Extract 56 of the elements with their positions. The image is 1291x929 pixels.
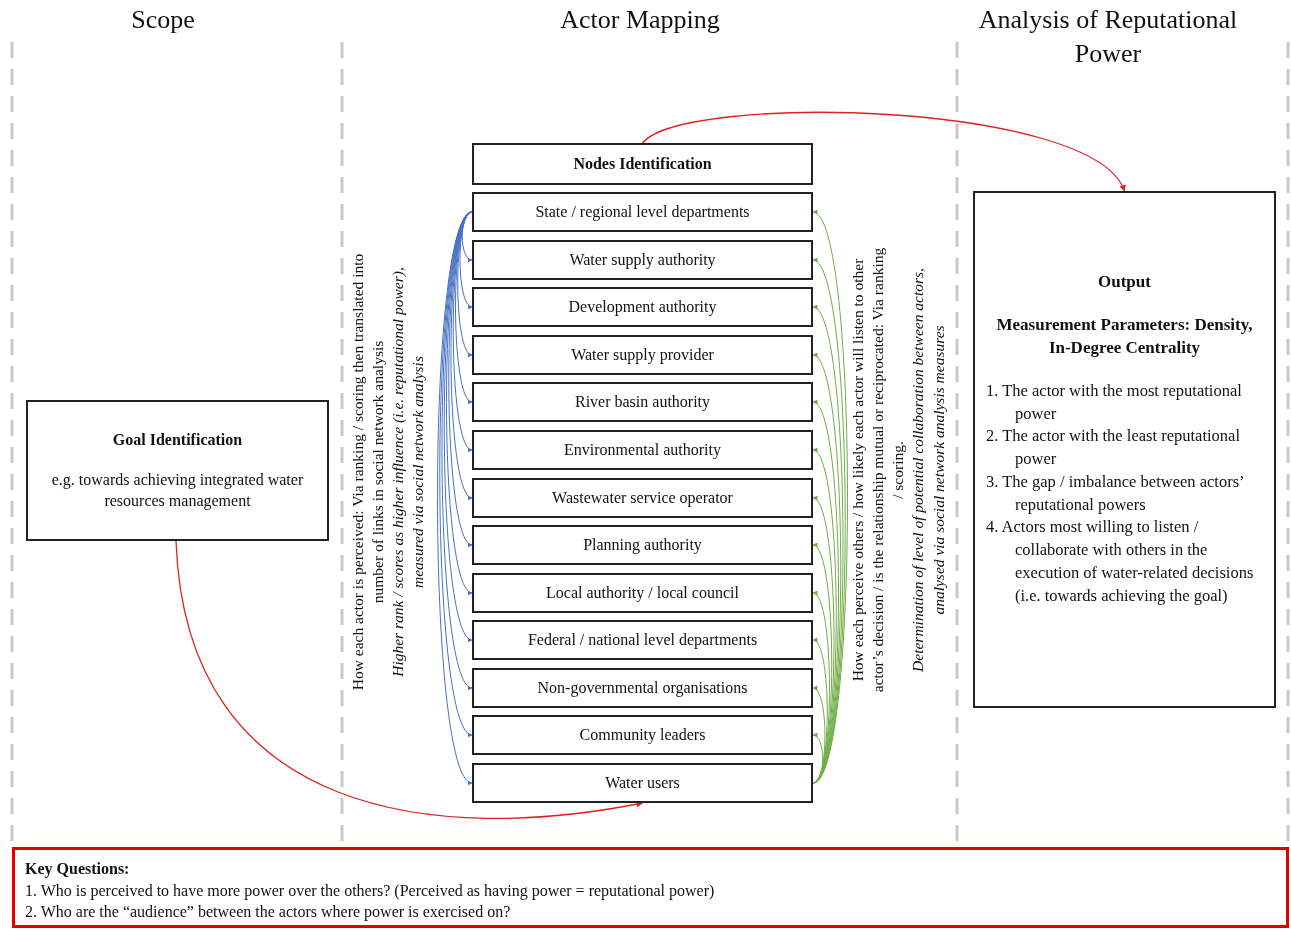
list-item: 2. The actor with the least reputational power: [985, 425, 1241, 471]
actor-box: [472, 573, 813, 613]
actor-box: [472, 430, 813, 470]
annotation-text: Determination of level of potential collaboration between actors, analysed via social network analysis measures: [908, 267, 948, 674]
actor-box: [472, 192, 813, 232]
header-box: [472, 143, 813, 185]
actor-box: [472, 240, 813, 280]
actor-name: Community leaders: [579, 725, 706, 746]
actor-box: [472, 287, 813, 327]
arrow: [175, 540, 644, 819]
actor-name: River basin authority: [574, 392, 711, 413]
actor-name: Development authority: [568, 297, 717, 318]
actor-box: [472, 715, 813, 755]
arrow: [812, 639, 828, 784]
box-heading: Nodes Identification: [573, 154, 712, 175]
annotation-text: Higher rank / scores as higher influence (i.e. reputational power), measured via social network analysis: [388, 266, 428, 679]
arrow: [812, 687, 826, 784]
box-heading: Output: [1097, 271, 1152, 293]
actor-name: Water supply authority: [569, 250, 716, 271]
arrow: [455, 211, 473, 403]
actor-box: [472, 620, 813, 660]
actor-box: [472, 335, 813, 375]
list-item: 3. The gap / imbalance between actors’ reputational powers: [985, 470, 1245, 516]
annotation-text: How each perceive others / how likely each actor will listen to other actor’s decision / is the relationship mutual or reciprocated: Via ranking / scoring.: [847, 246, 907, 695]
arrow: [459, 211, 473, 308]
arrow: [641, 111, 1126, 192]
actor-name: Local authority / local council: [546, 583, 739, 604]
key-questions-box: [12, 847, 1289, 928]
actor-box: [472, 478, 813, 518]
box-heading: Goal Identification: [111, 430, 244, 451]
actor-name: State / regional level departments: [535, 202, 750, 223]
output-box: [973, 191, 1276, 708]
column-heading: Actor Mapping: [559, 4, 721, 36]
actor-box: [472, 668, 813, 708]
actor-box: [472, 525, 813, 565]
actor-box: [472, 382, 813, 422]
actor-box: [472, 763, 813, 803]
actor-name: Federal / national level departments: [527, 630, 758, 651]
actor-name: Environmental authority: [564, 440, 721, 461]
actor-name: Wastewater service operator: [552, 488, 733, 509]
parameters-heading: Measurement Parameters: Density, In-Degree Centrality: [995, 313, 1254, 359]
actor-name: Non-governmental organisations: [537, 678, 748, 699]
actor-name: Planning authority: [583, 535, 702, 556]
actor-name: Water supply provider: [571, 345, 714, 366]
question-text: 2. Who are the “audience” between the actors where power is exercised on?: [24, 902, 512, 923]
question-text: 1. Who is perceived to have more power over the others? (Perceived as having power = reputational power): [24, 880, 716, 902]
arrow: [812, 733, 824, 784]
actor-name: Water users: [605, 773, 680, 794]
list-item: 4. Actors most willing to listen / collaborate with others in the execution of water-related decisions (i.e. towards achieving the goal): [985, 516, 1255, 607]
box-heading: Key Questions:: [24, 859, 131, 880]
list-item: 1. The actor with the most reputational power: [985, 379, 1243, 425]
box-text: e.g. towards achieving integrated water resources management: [50, 469, 305, 512]
column-heading: Analysis of Reputational Power: [978, 4, 1238, 70]
column-heading: Scope: [130, 4, 196, 36]
goal-box: [26, 400, 329, 541]
annotation-text: How each actor is perceived: Via ranking / scoring then translated into number of links in social network analysis: [347, 252, 387, 693]
